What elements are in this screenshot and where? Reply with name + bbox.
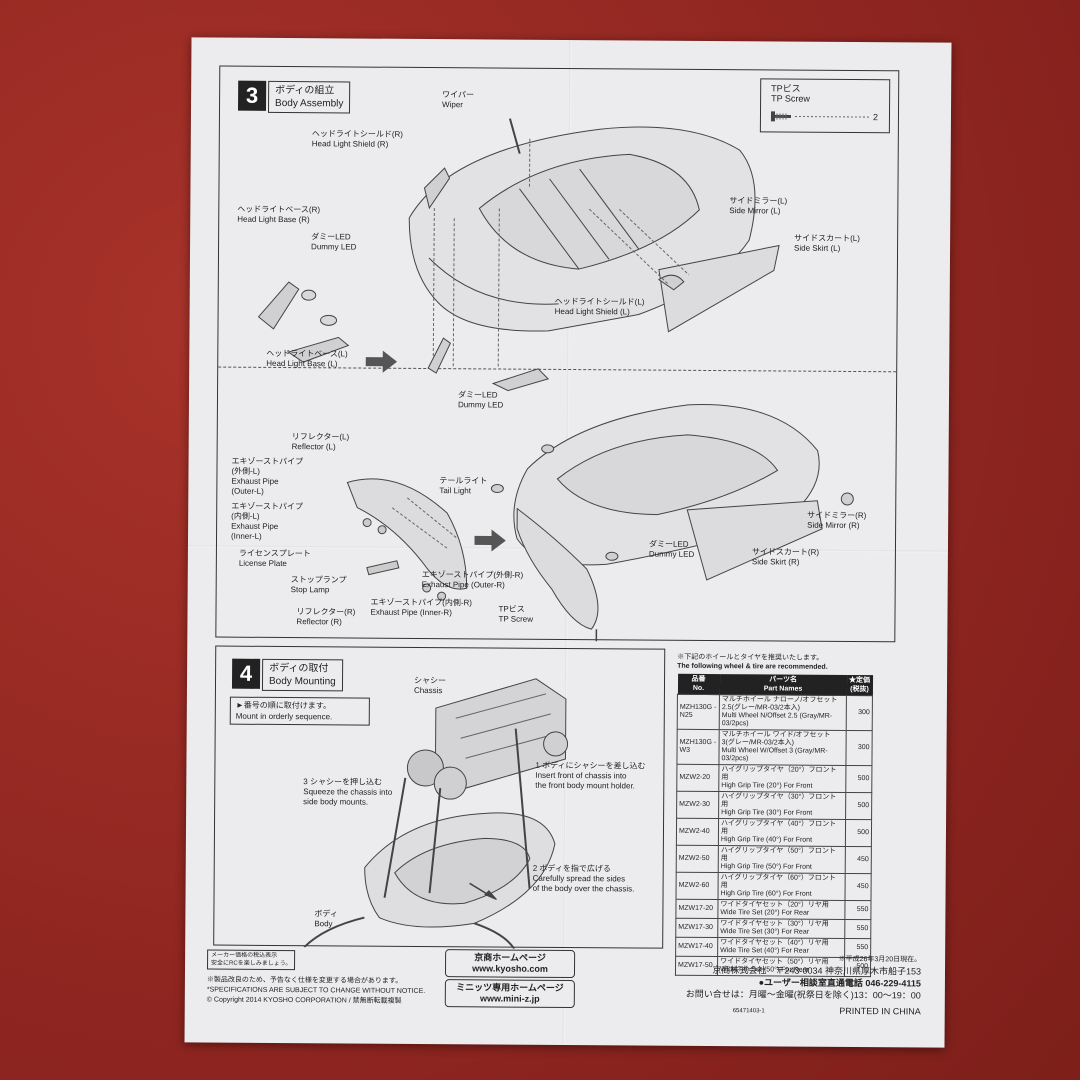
label-headlight-shield-l: ヘッドライトシールド(L)Head Light Shield (L)	[554, 296, 645, 317]
part-number: MZH130G -N25	[677, 694, 720, 730]
label-exhaust-inner-l: エキゾーストパイプ(内側-L)Exhaust Pipe(Inner-L)	[231, 501, 303, 541]
miniz-homepage: ミニッツ専用ホームページ www.mini-z.jp	[444, 979, 575, 1009]
part-price: 500	[845, 765, 872, 793]
part-number: MZW2-20	[676, 764, 719, 792]
part-price: 450	[845, 873, 872, 901]
label-side-mirror-l: サイドミラー(L)Side Mirror (L)	[729, 196, 788, 216]
part-price: 300	[846, 695, 873, 731]
document-code: 65471403-1	[732, 1008, 765, 1015]
part-number: MZW2-50	[676, 845, 719, 873]
part-number: MZW17-20	[675, 899, 719, 919]
printed-in: PRINTED IN CHINA	[839, 1005, 921, 1017]
body-assembly-drawing	[257, 118, 854, 644]
spec-note-jp: ※製品改良のため、予告なく仕様を変更する場合があります。	[206, 976, 403, 985]
part-number: MZW2-60	[676, 872, 719, 900]
label-headlight-base-r: ヘッドライトベース(R)Head Light Base (R)	[237, 204, 321, 225]
date-note: ※平成26年3月20日現在。	[838, 955, 922, 964]
part-price: 550	[844, 900, 872, 920]
label-headlight-base-l: ヘッドライトベース(L)Head Light Base (L)	[266, 348, 348, 369]
part-price: 500	[845, 792, 872, 820]
label-side-skirt-l: サイドスカート(L)Side Skirt (L)	[794, 233, 860, 253]
part-name: マルチホイール ワイド/オフセット3(グレー/MR-03/2本入)Multi W…	[718, 729, 847, 766]
recommend-note-en: The following wheel & tire are recommend…	[677, 662, 828, 671]
label-reflector-l: リフレクター(L)Reflector (L)	[291, 432, 350, 452]
part-number: MZW17-50	[675, 956, 718, 976]
contact-hours: お問い合せは：月曜～金曜(祝祭日を除く)13：00～19：00	[685, 988, 921, 1001]
part-number: MZW2-30	[676, 791, 719, 819]
part-price: 550	[844, 919, 871, 939]
spec-note-en: *SPECIFICATIONS ARE SUBJECT TO CHANGE WI…	[206, 986, 426, 996]
col-price: ★定価(税抜)	[846, 674, 873, 696]
step-4-section: 4 ボディの取付 Body Mounting ►番号の順に取付けます。 Moun…	[213, 645, 666, 950]
price-note: メーカー価格の税込表示安全にRCを楽しみましょう。	[207, 949, 296, 971]
part-number: MZW17-30	[675, 918, 718, 938]
part-price: 300	[845, 730, 873, 766]
screw-icon	[770, 111, 871, 122]
part-name: マルチホイール ナローノ/オフセット2.5(グレー/MR-03/2本入)Mult…	[719, 694, 847, 731]
part-price: 450	[845, 846, 872, 874]
label-exhaust-outer-r: エキゾーストパイプ(外側-R)Exhaust Pipe (Outer-R)	[421, 569, 524, 590]
part-number: MZH130G -W3	[676, 729, 720, 765]
label-exhaust-outer-l: エキゾーストパイプ(外側-L)Exhaust Pipe(Outer-L)	[231, 456, 304, 496]
recommended-parts: ※下記のホイールとタイヤを推奨いたします。 The following whee…	[675, 653, 887, 977]
part-price: 500	[845, 819, 872, 847]
kyosho-homepage: 京商ホームページ www.kyosho.com	[444, 949, 576, 979]
label-headlight-shield-r: ヘッドライトシールド(R)Head Light Shield (R)	[311, 129, 403, 149]
label-exhaust-inner-r: エキゾーストパイプ(内側-R)Exhaust Pipe (Inner-R)	[370, 597, 472, 618]
part-number: MZW17-40	[675, 937, 718, 957]
label-reflector-r: リフレクター(R)Reflector (R)	[296, 607, 356, 627]
part-number: MZW2-40	[676, 818, 719, 846]
body-mounting-drawing	[303, 678, 569, 950]
copyright: © Copyright 2014 KYOSHO CORPORATION / 禁無…	[206, 996, 402, 1005]
label-side-skirt-r: サイドスカート(R)Side Skirt (R)	[751, 547, 820, 567]
label-side-mirror-r: サイドミラー(R)Side Mirror (R)	[807, 510, 867, 531]
